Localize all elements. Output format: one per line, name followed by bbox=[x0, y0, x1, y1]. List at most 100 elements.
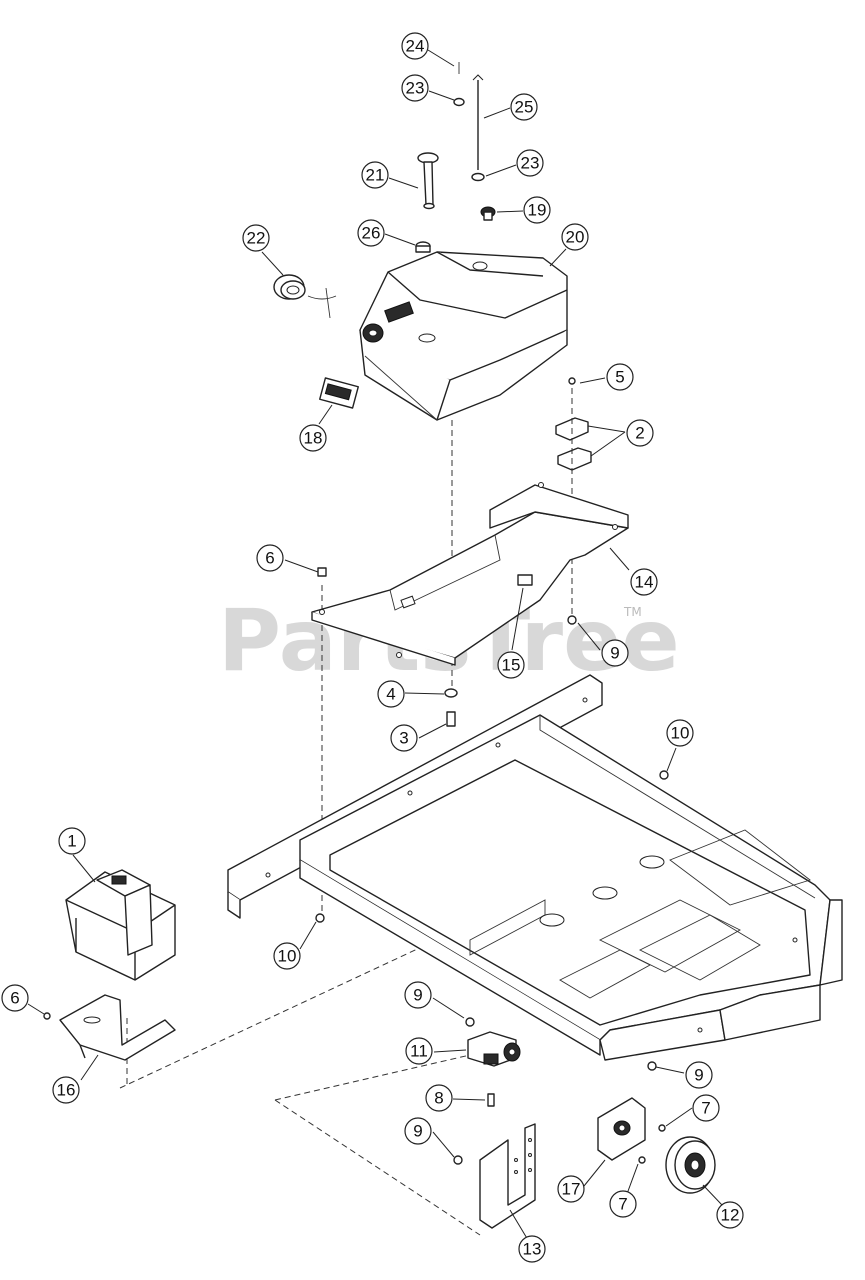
svg-text:6: 6 bbox=[10, 989, 19, 1008]
svg-text:26: 26 bbox=[362, 224, 381, 243]
svg-text:10: 10 bbox=[278, 947, 297, 966]
svg-text:14: 14 bbox=[635, 573, 654, 592]
svg-text:9: 9 bbox=[413, 1122, 422, 1141]
nut-10-left bbox=[315, 913, 325, 923]
svg-text:12: 12 bbox=[721, 1206, 740, 1225]
callout-7-lower: 7 bbox=[609, 1190, 637, 1218]
svg-text:13: 13 bbox=[523, 1240, 542, 1259]
callout-26: 26 bbox=[357, 219, 385, 247]
svg-text:2: 2 bbox=[635, 424, 644, 443]
battery-tray-16 bbox=[59, 994, 176, 1061]
svg-text:16: 16 bbox=[57, 1081, 76, 1100]
callout-16: 16 bbox=[52, 1076, 80, 1104]
callout-7-upper: 7 bbox=[692, 1094, 720, 1122]
rod-25 bbox=[472, 74, 484, 170]
bolt-6-lower bbox=[43, 1012, 51, 1020]
callout-1: 1 bbox=[58, 827, 86, 855]
svg-text:21: 21 bbox=[366, 166, 385, 185]
callout-15: 15 bbox=[497, 651, 525, 679]
svg-text:9: 9 bbox=[694, 1066, 703, 1085]
callout-10-left: 10 bbox=[273, 942, 301, 970]
washer-23-top bbox=[453, 97, 465, 107]
svg-text:23: 23 bbox=[406, 79, 425, 98]
screw-7-upper bbox=[658, 1124, 666, 1132]
callout-11: 11 bbox=[405, 1037, 433, 1065]
callout-9-right: 9 bbox=[685, 1061, 713, 1089]
tank-support-14 bbox=[311, 482, 629, 666]
main-frame bbox=[227, 674, 843, 1061]
callout-14: 14 bbox=[630, 568, 658, 596]
screw-5 bbox=[568, 377, 576, 385]
fuel-tank-20 bbox=[359, 251, 568, 421]
svg-text:7: 7 bbox=[618, 1195, 627, 1214]
grommet-26 bbox=[415, 241, 431, 253]
bolt-6-upper bbox=[317, 567, 327, 577]
callout-9-upper: 9 bbox=[601, 639, 629, 667]
mount-plate-17 bbox=[597, 1097, 646, 1161]
svg-text:3: 3 bbox=[399, 729, 408, 748]
nut-9-bottom bbox=[453, 1155, 463, 1165]
clips-2 bbox=[555, 417, 592, 471]
svg-text:15: 15 bbox=[502, 656, 521, 675]
callout-9-lower: 9 bbox=[404, 1117, 432, 1145]
washer-23-lower bbox=[471, 172, 485, 182]
screw-8 bbox=[487, 1093, 495, 1107]
svg-text:22: 22 bbox=[247, 229, 266, 248]
svg-text:7: 7 bbox=[701, 1099, 710, 1118]
washer-4 bbox=[444, 688, 458, 698]
svg-text:4: 4 bbox=[386, 685, 395, 704]
bolt-3 bbox=[446, 711, 456, 727]
callout-12: 12 bbox=[716, 1201, 744, 1229]
svg-text:9: 9 bbox=[413, 986, 422, 1005]
callout-8: 8 bbox=[425, 1084, 453, 1112]
callout-25: 25 bbox=[510, 93, 538, 121]
callout-20: 20 bbox=[561, 223, 589, 251]
callout-17: 17 bbox=[557, 1175, 585, 1203]
nut-10-right bbox=[659, 770, 669, 780]
bracket-13 bbox=[479, 1123, 536, 1229]
callout-23-top: 23 bbox=[401, 74, 429, 102]
decal-18 bbox=[319, 377, 359, 409]
callout-13: 13 bbox=[518, 1235, 546, 1263]
callout-22: 22 bbox=[242, 224, 270, 252]
screw-7-lower bbox=[638, 1156, 646, 1164]
watermark-trademark: TM bbox=[623, 605, 642, 619]
handle-21 bbox=[417, 152, 439, 210]
pulley-12 bbox=[665, 1136, 716, 1194]
svg-text:24: 24 bbox=[406, 37, 425, 56]
callout-3: 3 bbox=[390, 724, 418, 752]
svg-text:6: 6 bbox=[265, 549, 274, 568]
callout-2: 2 bbox=[626, 419, 654, 447]
svg-text:23: 23 bbox=[521, 154, 540, 173]
callout-23-lower: 23 bbox=[516, 149, 544, 177]
callout-4: 4 bbox=[377, 680, 405, 708]
callout-19: 19 bbox=[523, 196, 551, 224]
callout-10-right: 10 bbox=[666, 719, 694, 747]
bushing-19 bbox=[480, 206, 496, 221]
svg-text:5: 5 bbox=[615, 368, 624, 387]
switch-11 bbox=[467, 1031, 521, 1067]
nut-9-lower-right bbox=[647, 1061, 657, 1071]
fuel-cap-22 bbox=[273, 274, 337, 319]
svg-text:25: 25 bbox=[515, 98, 534, 117]
callout-6-upper: 6 bbox=[256, 544, 284, 572]
callout-24: 24 bbox=[401, 32, 429, 60]
svg-text:8: 8 bbox=[434, 1089, 443, 1108]
callout-18: 18 bbox=[299, 424, 327, 452]
battery-1 bbox=[65, 869, 176, 981]
callout-5: 5 bbox=[606, 363, 634, 391]
svg-text:11: 11 bbox=[410, 1042, 428, 1061]
svg-text:1: 1 bbox=[67, 832, 76, 851]
svg-text:19: 19 bbox=[528, 201, 547, 220]
nut-9-upper bbox=[567, 615, 577, 625]
callout-21: 21 bbox=[361, 161, 389, 189]
callout-9-mid: 9 bbox=[404, 981, 432, 1009]
svg-text:10: 10 bbox=[671, 724, 690, 743]
svg-text:20: 20 bbox=[566, 228, 585, 247]
callout-6-lower: 6 bbox=[1, 984, 29, 1012]
svg-text:18: 18 bbox=[304, 429, 323, 448]
svg-text:9: 9 bbox=[610, 644, 619, 663]
nut-9-lower-left bbox=[465, 1017, 475, 1027]
svg-text:17: 17 bbox=[562, 1180, 581, 1199]
